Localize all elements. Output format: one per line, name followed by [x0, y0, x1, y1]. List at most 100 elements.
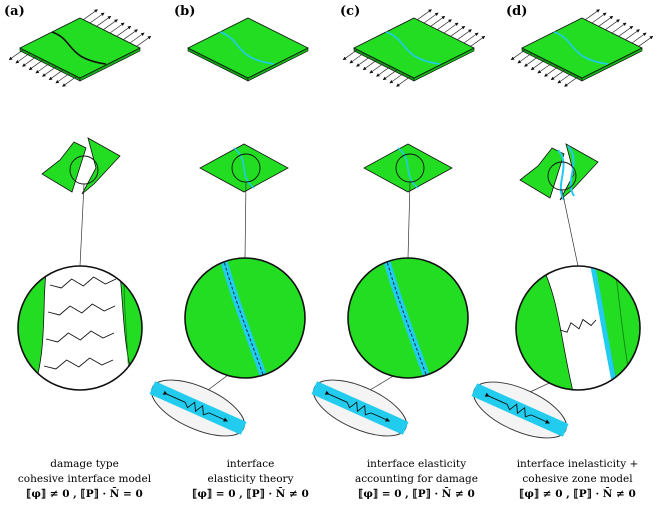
zoom-circles-layer — [17, 257, 641, 391]
load-arrow — [638, 35, 654, 47]
load-arrow — [564, 76, 579, 87]
load-arrow — [470, 35, 486, 47]
load-arrow — [42, 66, 57, 77]
panel-label-b: (b) — [174, 4, 196, 19]
load-arrow — [524, 56, 539, 67]
load-arrow — [129, 32, 145, 44]
load-arrow — [349, 52, 365, 64]
zoom-circle-d-border — [515, 265, 641, 391]
load-arrow — [89, 12, 105, 24]
caption-a: damage type cohesive interface model ⟦φ⟧… — [2, 457, 167, 502]
caption-d: interface inelasticity + cohesive zone m… — [495, 457, 660, 502]
detail-interface-strip — [471, 383, 569, 437]
caption-b-line-1: interface — [226, 458, 275, 470]
mid-plate-right-half — [559, 143, 599, 201]
detail-arrow — [162, 390, 186, 403]
load-arrow — [611, 22, 627, 34]
load-arrow — [437, 19, 452, 30]
zoom-circle-b — [185, 258, 305, 378]
load-arrow — [618, 25, 634, 37]
detail-ellipse-0 — [149, 379, 247, 437]
load-arrow — [376, 66, 391, 77]
load-arrow — [8, 49, 24, 61]
panel-label-d: (d) — [506, 4, 528, 19]
mid-plate-right-half — [81, 137, 121, 195]
detail-arrow — [208, 412, 229, 422]
top-plate-face — [353, 17, 475, 79]
spring — [43, 357, 114, 370]
load-arrow — [443, 22, 459, 34]
spring — [559, 318, 597, 333]
detail-interface-strip — [149, 381, 247, 435]
load-arrow — [557, 72, 573, 84]
mid-plate-interface — [397, 147, 419, 189]
detail-arrow — [484, 392, 508, 405]
load-arrow — [430, 15, 446, 27]
panel-label-c: (c) — [340, 4, 361, 19]
load-arrow — [382, 69, 398, 81]
load-arrow — [605, 19, 620, 30]
spring — [45, 330, 115, 343]
spring — [49, 276, 117, 289]
caption-b-line-2: elasticity theory — [207, 473, 294, 485]
load-arrow — [22, 56, 37, 67]
load-arrow — [109, 22, 125, 34]
mid-plate-interface — [567, 145, 575, 197]
load-arrow — [510, 49, 526, 61]
panel-label-a: (a) — [4, 4, 25, 19]
load-arrow — [28, 59, 44, 71]
mid-plate-0 — [41, 137, 121, 195]
load-arrow — [83, 9, 98, 20]
middle-plates-layer — [41, 137, 599, 201]
load-arrow — [544, 66, 559, 77]
mid-plate-left-half — [519, 147, 565, 199]
load-arrow — [585, 9, 600, 20]
load-arrow — [369, 62, 385, 74]
detail-interface-strip — [311, 381, 409, 435]
load-arrow — [417, 9, 432, 20]
top-plate-interface — [385, 31, 441, 65]
load-arrow — [55, 72, 71, 84]
caption-c: interface elasticity accounting for dama… — [334, 457, 499, 502]
top-plate-0 — [8, 9, 152, 87]
caption-a-line-2: cohesive interface model — [17, 473, 152, 485]
load-arrow — [517, 52, 533, 64]
detail-arrow — [370, 412, 391, 422]
zoom-circle-b-border — [184, 257, 306, 379]
connector-lines-layer — [79, 181, 579, 393]
caption-d-line-2: cohesive zone model — [522, 473, 633, 485]
top-plates-layer — [8, 9, 654, 87]
load-arrow — [631, 32, 647, 44]
mid-plate-1 — [199, 143, 289, 193]
load-arrow — [62, 76, 77, 87]
mid-plate-interface — [557, 149, 565, 201]
top-plate-interface — [553, 31, 609, 65]
top-plate-1 — [187, 17, 309, 82]
caption-b-formula: ⟦φ⟧ = 0 , ⟦P⟧ · N̄ ≠ 0 — [192, 488, 309, 500]
connector-line — [561, 189, 579, 267]
top-plate-interface — [219, 31, 275, 65]
load-arrow — [15, 52, 31, 64]
top-plate-3 — [510, 9, 654, 87]
load-arrow — [625, 29, 640, 40]
load-arrow — [342, 49, 358, 61]
spring — [47, 303, 116, 316]
caption-a-line-1: damage type — [50, 458, 119, 470]
load-arrow — [362, 59, 378, 71]
mid-plate-interface — [233, 147, 255, 189]
spring — [184, 401, 210, 416]
interface-springs — [222, 258, 266, 378]
detail-ellipse-1 — [311, 379, 409, 437]
detail-arrow — [324, 390, 348, 403]
spring — [506, 403, 532, 418]
load-arrow — [591, 12, 607, 24]
connector-line — [244, 181, 247, 259]
load-arrow — [389, 72, 405, 84]
mid-plate-3 — [519, 143, 599, 201]
caption-c-formula: ⟦φ⟧ = 0 , ⟦P⟧ · N̄ ≠ 0 — [358, 488, 475, 500]
load-arrow — [116, 25, 132, 37]
caption-b: interface elasticity theory ⟦φ⟧ = 0 , ⟦P… — [168, 457, 333, 502]
detail-arrow — [530, 414, 551, 424]
load-arrow — [123, 29, 138, 40]
